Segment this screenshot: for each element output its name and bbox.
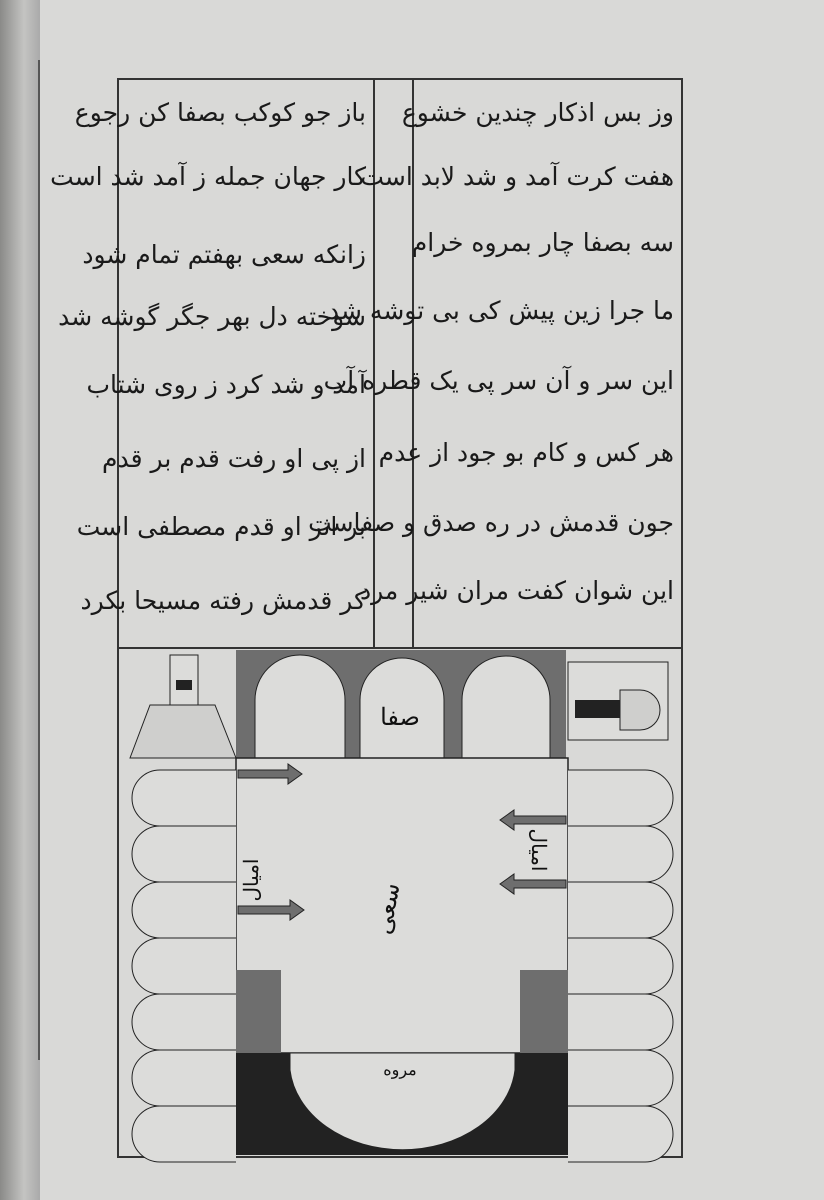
mound [129,654,237,759]
label-amyal-right: امیال [527,829,551,872]
label-safa: صفا [380,703,420,731]
verse-line: سه بصفا چار بمروه خرام [411,228,674,257]
verse-line: هر کس و کام بو جود از عدم [378,438,674,467]
verse-line: کر قدمش رفته مسیحا بکرد [80,586,366,615]
verse-line: جون قدمش در ره صدق و صفاست [308,508,674,537]
side-bay-left [131,881,236,939]
side-bay-left [131,993,236,1051]
verse-line: باز جو کوکب بصفا کن رجوع [74,98,366,127]
milestone-arrows [237,763,567,921]
column-divider [373,78,375,648]
label-marwa: مروه [383,1060,417,1079]
side-bay-right [568,1105,674,1163]
side-bay-right [568,881,674,939]
side-bay-left [131,769,236,827]
side-bay-left [131,825,236,883]
side-bay-left [131,1049,236,1107]
verse-line: هفت کرت آمد و شد لابد است [360,162,674,191]
side-bay-right [568,993,674,1051]
verse-line: کار جهان جمله ز آمد شد است [50,162,366,191]
verse-line: سوخته دل بهر جگر گوشه شد [58,302,366,331]
verse-line: این سر و آن سر پی یک قطره آب [323,366,674,395]
side-bay-left [131,1105,236,1163]
poem-right-column: وز بس اذکار چندین خشوع هفت کرت آمد و شد … [308,80,680,646]
side-bay-right [568,769,674,827]
verse-line: این شوان کفت مران شیر مرد [359,576,674,605]
verse-line: ما جرا زین پیش کی بی توشه شد [327,296,674,325]
poem-left-column: باز جو کوکب بصفا کن رجوع کار جهان جمله ز… [50,80,372,646]
label-amyal-left: امیال [239,859,263,902]
side-bay-left [131,937,236,995]
verse-line: آمد و شد کرد ز روی شتاب [86,370,366,399]
verse-line: زانکه سعی بهفتم تمام شود [82,240,366,269]
book-edge [0,0,40,1200]
marwa-basin [236,1052,568,1155]
side-chamber [567,661,669,741]
page-frame [117,78,683,1158]
side-bay-right [568,1049,674,1107]
verse-line: از پی او رفت قدم بر قدم [102,444,366,473]
side-bay-right [568,825,674,883]
side-arcades [131,769,674,1163]
side-bay-right [568,937,674,995]
verse-line: وز بس اذکار چندین خشوع [401,98,674,127]
verse-line: بر اثر او قدم مصطفی است [76,512,366,541]
column-divider [412,78,414,648]
adjacent-page [0,60,40,1060]
safa-arcade [236,650,566,759]
